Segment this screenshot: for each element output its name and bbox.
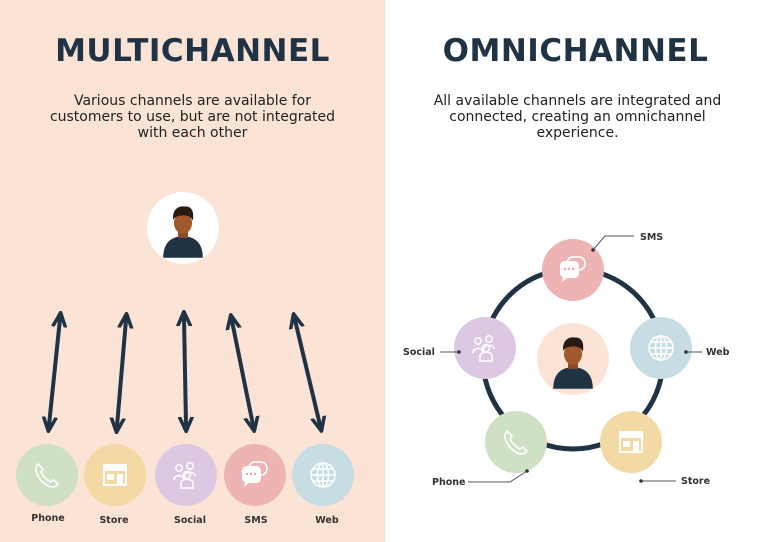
multi-label-sms: SMS [244, 515, 267, 526]
omnichannel-diagram: SMS Web Store Phone [403, 232, 730, 488]
omni-channel-social: Social [403, 317, 516, 379]
multi-label-web: Web [315, 515, 339, 526]
arrow-phone [49, 319, 60, 425]
omnichannel-title: OMNICHANNEL [442, 33, 709, 69]
arrows [49, 318, 320, 426]
omni-channel-store: Store [600, 411, 710, 487]
arrow-sms [232, 321, 253, 425]
multi-label-phone: Phone [31, 513, 64, 524]
multi-channel-phone: Phone [16, 444, 78, 524]
multichannel-title: MULTICHANNEL [55, 33, 330, 69]
omni-label-social: Social [403, 347, 435, 358]
omnichannel-description: All available channels are integrated an… [433, 93, 722, 141]
multi-channel-sms: SMS [224, 444, 286, 526]
omni-channel-sms: SMS [542, 232, 663, 301]
omni-label-web: Web [706, 347, 730, 358]
multi-label-store: Store [99, 515, 128, 526]
multi-channel-social: Social [155, 444, 217, 526]
multichannel-diagram: Phone Store Social SMS Web [16, 192, 354, 526]
omni-customer [537, 323, 609, 395]
web-icon [648, 335, 674, 361]
multi-channel-web: Web [292, 444, 354, 526]
arrow-store [117, 320, 126, 426]
multichannel-description: Various channels are available for custo… [49, 93, 336, 141]
omni-label-phone: Phone [432, 477, 465, 488]
arrow-web [295, 320, 320, 425]
omni-label-store: Store [681, 476, 710, 487]
multi-channel-store: Store [84, 444, 146, 526]
omni-channel-phone: Phone [432, 411, 547, 488]
omni-label-sms: SMS [640, 232, 663, 243]
multi-label-social: Social [174, 515, 206, 526]
customer-avatar [147, 192, 219, 264]
omni-channel-web: Web [630, 317, 730, 379]
arrow-social [184, 318, 186, 425]
web-icon [310, 462, 336, 488]
